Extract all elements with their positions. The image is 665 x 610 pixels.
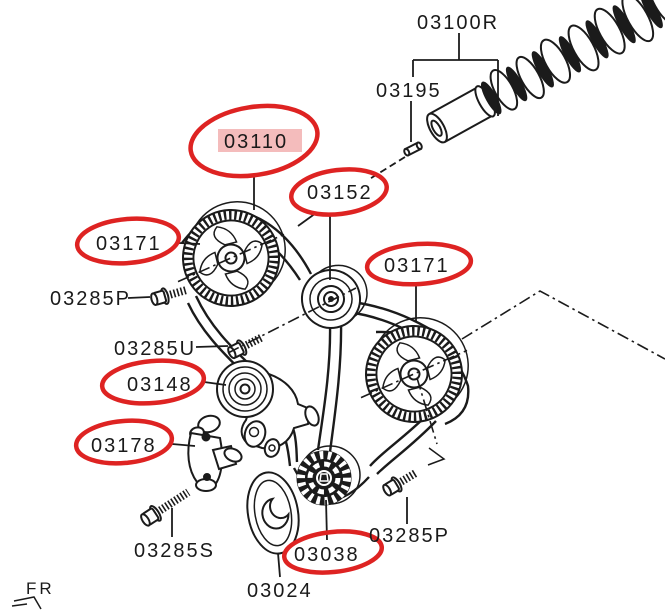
axis-arrowhead [427,447,446,466]
part-labels: 03100R 03195 03110 03152 03171 03285P 03… [50,12,499,602]
label-camshaft: 03100R [417,12,499,34]
highlight-03110 [218,129,302,152]
bolt-cam-right-drawing [381,466,420,498]
camshaft-drawing [426,0,665,144]
leader-lines [127,33,499,578]
witness-line [461,290,665,360]
crank-sprocket-drawing [297,446,360,505]
cam-sprocket-right-drawing [339,302,486,441]
dowel-pin-axis-line [367,156,406,181]
label-auto-tensioner: 03178 [91,435,157,457]
right-bolt-axis-line [416,377,438,445]
plate-drawing [246,471,300,555]
bolt-cam-left-drawing [149,282,188,307]
red-circle-03152 [289,167,389,217]
idler-axis-line [227,287,357,354]
front-marker-label: FR [26,579,55,598]
label-timing-belt: 03110 [224,131,288,153]
red-circle-03148 [99,358,207,406]
red-circles [73,103,474,575]
red-circle-03171-left [74,216,182,266]
front-arrow-icon-tail [11,603,28,607]
label-bolt-tensioner: 03285S [134,540,215,562]
bolt-tensioner-drawing [138,485,193,529]
label-tensioner-pulley: 03148 [127,374,193,396]
tensioner-pulley-drawing [216,360,320,458]
auto-tensioner-drawing [187,414,243,492]
red-circle-03038 [281,529,385,575]
red-circle-03178 [73,418,175,466]
red-circle-03171-right [364,241,474,287]
label-bolt-idler: 03285U [114,338,196,360]
label-bolt-cam-left: 03285P [50,288,131,310]
idler-pulley-drawing [294,259,375,335]
label-crank-sprocket: 03038 [294,544,360,566]
label-plate: 03024 [247,580,313,602]
label-bolt-cam-right: 03285P [369,525,450,547]
red-circle-03110 [188,103,320,179]
label-idler-pulley: 03152 [307,182,373,204]
front-marker: FR [11,579,55,610]
label-dowel-pin: 03195 [376,80,442,102]
dowel-pin-drawing [403,141,423,157]
label-cam-sprocket-left: 03171 [96,233,162,255]
label-cam-sprocket-right: 03171 [384,255,450,277]
bolt-idler-drawing [226,331,265,362]
front-arrow-icon [13,596,42,610]
